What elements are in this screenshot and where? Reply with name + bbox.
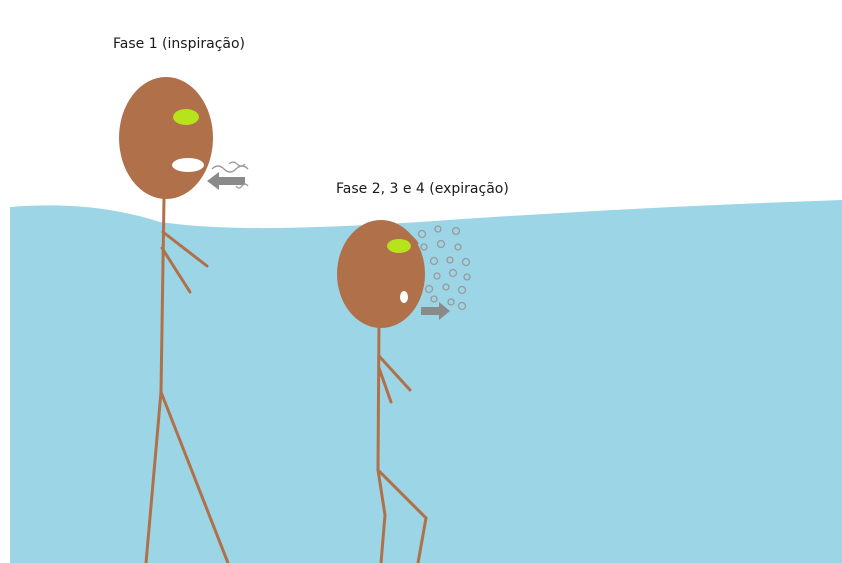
swimmer-phase2-eye [387,239,411,253]
phase2-label: Fase 2, 3 e 4 (expiração) [336,181,509,197]
swimmer-phase1-mouth [172,158,204,172]
swimmer-phase1-eye [173,109,199,125]
swimmer-phase1-head [119,77,213,199]
phase1-label: Fase 1 (inspiração) [113,36,245,52]
swimmer-phase2-mouth [400,291,408,303]
water-surface [10,200,842,563]
swimmer-phase2-head [337,220,425,328]
